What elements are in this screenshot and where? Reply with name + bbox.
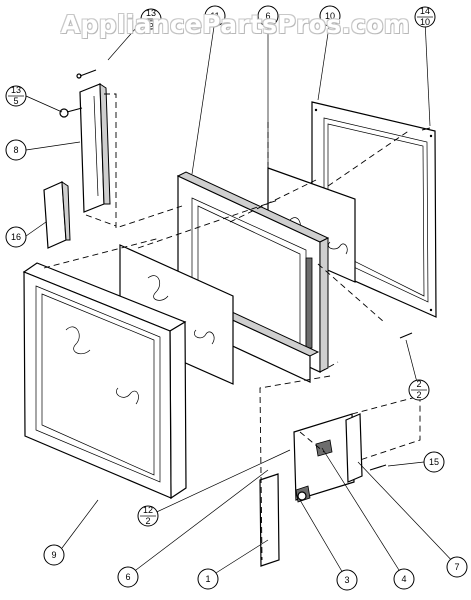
svg-text:10: 10 xyxy=(420,17,430,27)
callout-2-over-2: 2 2 xyxy=(408,379,430,401)
assembly-guide-lines xyxy=(43,93,421,561)
callout-6-top: 6 xyxy=(257,5,279,27)
callout-11: 11 xyxy=(204,5,226,27)
callout-12-over-2: 12 2 xyxy=(137,505,159,527)
callout-15: 15 xyxy=(423,451,445,473)
callout-14-over-10: 14 10 xyxy=(414,6,436,28)
svg-text:9: 9 xyxy=(51,550,56,560)
callout-3: 3 xyxy=(336,569,358,591)
svg-text:7: 7 xyxy=(454,562,459,572)
svg-text:1: 1 xyxy=(205,574,210,584)
svg-text:5: 5 xyxy=(148,19,153,29)
callout-6-bottom: 6 xyxy=(117,566,139,588)
svg-text:4: 4 xyxy=(401,574,406,584)
latch-assembly xyxy=(259,413,363,567)
spacer-block xyxy=(43,181,71,249)
svg-text:2: 2 xyxy=(416,379,421,389)
svg-text:13: 13 xyxy=(11,85,21,95)
svg-text:3: 3 xyxy=(344,575,349,585)
svg-text:12: 12 xyxy=(143,505,153,515)
hinge-bracket xyxy=(79,83,111,213)
leader-lines xyxy=(25,19,458,581)
callout-13-over-5-top: 13 5 xyxy=(140,8,162,30)
callout-4: 4 xyxy=(393,568,415,590)
callout-16: 16 xyxy=(5,226,27,248)
screw-set xyxy=(59,69,431,471)
svg-text:11: 11 xyxy=(210,11,219,21)
svg-text:15: 15 xyxy=(429,457,439,467)
svg-text:8: 8 xyxy=(13,145,18,155)
callout-10: 10 xyxy=(319,5,341,27)
callout-7: 7 xyxy=(446,556,468,578)
svg-text:2: 2 xyxy=(416,390,421,400)
callout-9: 9 xyxy=(43,544,65,566)
callout-8: 8 xyxy=(5,139,27,161)
svg-text:16: 16 xyxy=(11,232,21,242)
svg-text:6: 6 xyxy=(125,572,130,582)
callout-1: 1 xyxy=(197,568,219,590)
svg-text:2: 2 xyxy=(145,516,150,526)
front-door-trim xyxy=(22,262,187,500)
svg-text:14: 14 xyxy=(420,6,430,16)
svg-text:10: 10 xyxy=(325,11,335,21)
svg-text:13: 13 xyxy=(146,8,156,18)
svg-text:6: 6 xyxy=(265,11,270,21)
callout-13-over-5-left: 13 5 xyxy=(5,85,27,107)
svg-text:5: 5 xyxy=(13,96,18,106)
